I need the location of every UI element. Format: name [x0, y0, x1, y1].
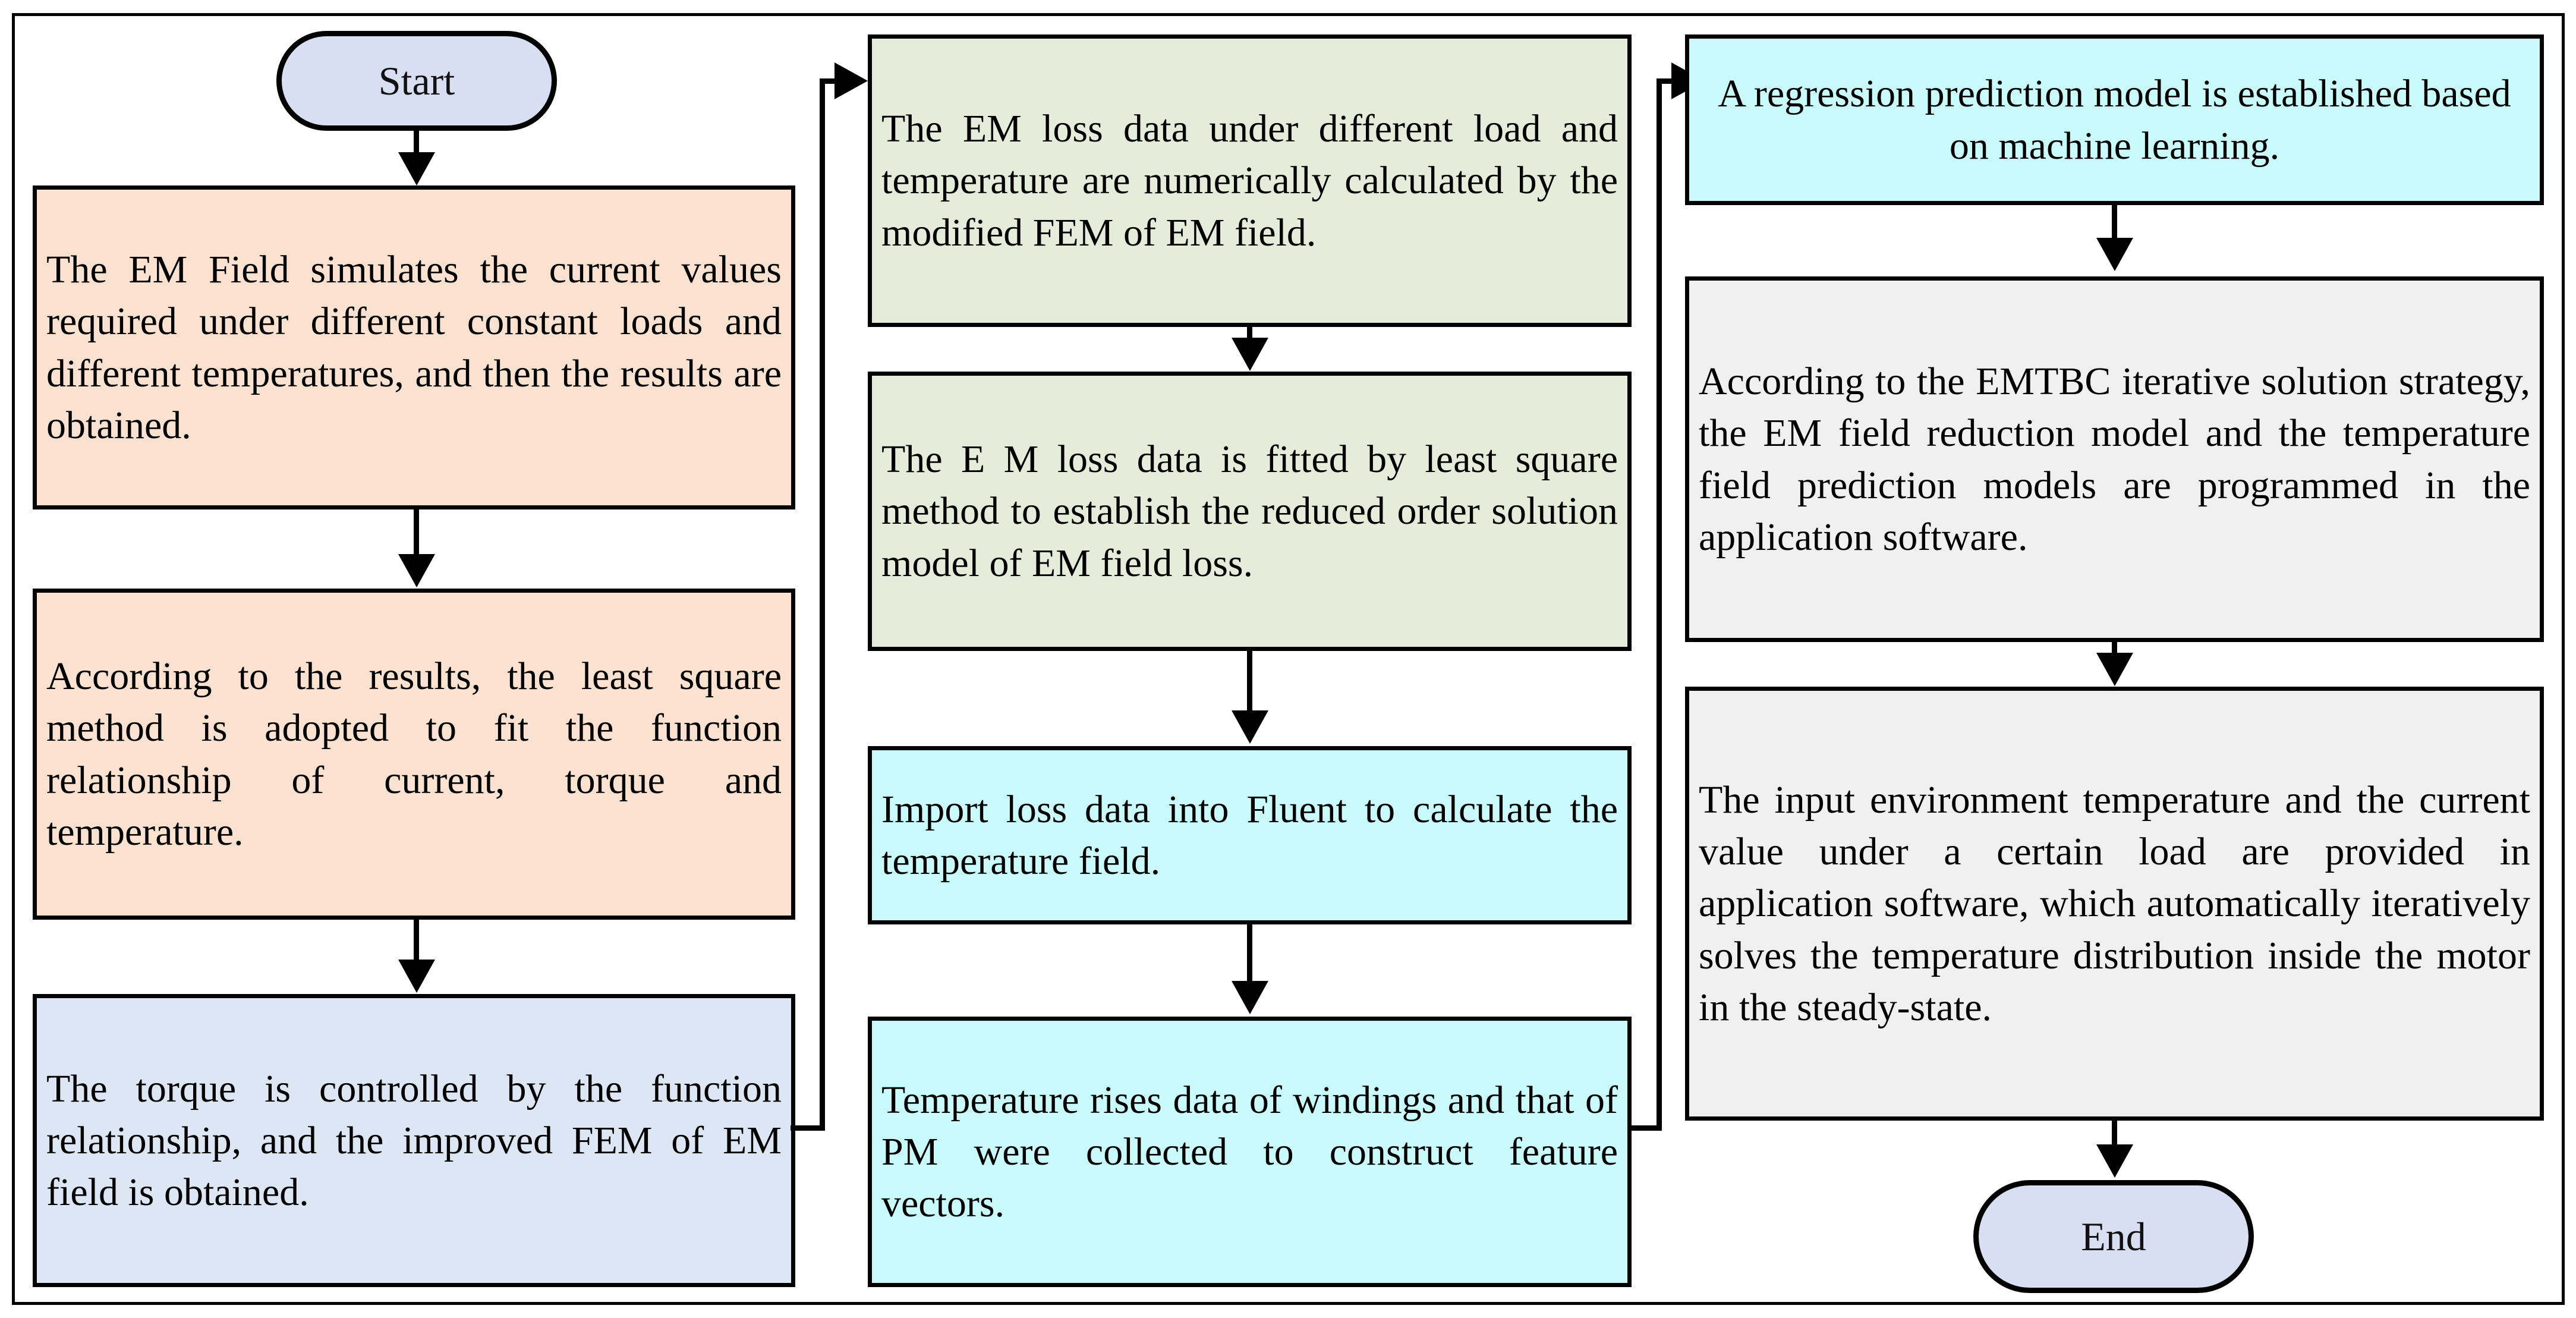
start-label: Start	[378, 58, 455, 103]
process-node-mid-3[interactable]: Import loss data into Fluent to calculat…	[868, 746, 1632, 924]
process-node-right-1[interactable]: A regression prediction model is establi…	[1685, 34, 2544, 205]
process-node-left-3[interactable]: The torque is controlled by the function…	[33, 994, 795, 1287]
start-terminator[interactable]: Start	[276, 31, 557, 131]
edge-mid2-to-mid3-arrow-icon	[1232, 710, 1268, 744]
edge-right1-to-right2-arrow-icon	[2096, 238, 2133, 271]
edge-left1-to-left2-line	[414, 508, 419, 562]
diagram-outer-frame	[12, 13, 2565, 1305]
process-node-left-2-text: According to the results, the least squa…	[46, 655, 782, 854]
process-node-right-2[interactable]: According to the EMTBC iterative solutio…	[1685, 276, 2544, 642]
process-node-mid-4-text: Temperature rises data of windings and t…	[881, 1078, 1618, 1226]
edge-start-to-left1-line	[414, 127, 419, 162]
edge-left3-to-mid1-seg-v	[820, 78, 825, 1131]
edge-left3-to-mid1-arrow-icon	[834, 62, 868, 99]
process-node-mid-4[interactable]: Temperature rises data of windings and t…	[868, 1017, 1632, 1287]
edge-right3-to-end-arrow-icon	[2096, 1144, 2133, 1178]
edge-start-to-left1-arrow-icon	[398, 152, 435, 185]
process-node-mid-1-text: The EM loss data under different load an…	[881, 107, 1618, 254]
edge-mid4-to-right1-seg-h1	[1627, 1125, 1662, 1131]
end-terminator[interactable]: End	[1973, 1180, 2254, 1293]
edge-right1-to-right2-line	[2112, 205, 2117, 247]
process-node-mid-2-text: The E M loss data is fitted by least squ…	[881, 438, 1618, 585]
process-node-mid-3-text: Import loss data into Fluent to calculat…	[881, 787, 1618, 883]
process-node-mid-2[interactable]: The E M loss data is fitted by least squ…	[868, 372, 1632, 651]
process-node-right-2-text: According to the EMTBC iterative solutio…	[1699, 360, 2530, 559]
process-node-mid-1[interactable]: The EM loss data under different load an…	[868, 34, 1632, 327]
edge-mid3-to-mid4-line	[1247, 924, 1252, 990]
edge-left1-to-left2-arrow-icon	[398, 554, 435, 587]
edge-left2-to-left3-arrow-icon	[398, 960, 435, 993]
process-node-left-1[interactable]: The EM Field simulates the current value…	[33, 185, 795, 509]
process-node-right-3-text: The input environment temperature and th…	[1699, 778, 2530, 1029]
edge-right3-to-end-line	[2112, 1121, 2117, 1165]
process-node-left-3-text: The torque is controlled by the function…	[46, 1067, 782, 1215]
process-node-right-3[interactable]: The input environment temperature and th…	[1685, 687, 2544, 1121]
edge-mid4-to-right1-seg-v	[1657, 78, 1662, 1131]
edge-left3-to-mid1-seg-h1	[791, 1125, 825, 1131]
edge-right2-to-right3-arrow-icon	[2096, 653, 2133, 686]
process-node-left-2[interactable]: According to the results, the least squa…	[33, 589, 795, 920]
edge-mid1-to-mid2-arrow-icon	[1232, 338, 1268, 371]
edge-mid2-to-mid3-line	[1247, 651, 1252, 719]
process-node-right-1-text: A regression prediction model is establi…	[1718, 72, 2511, 168]
edge-mid3-to-mid4-arrow-icon	[1232, 981, 1268, 1014]
end-label: End	[2081, 1214, 2146, 1259]
edge-left2-to-left3-line	[414, 918, 419, 966]
process-node-left-1-text: The EM Field simulates the current value…	[46, 248, 782, 447]
